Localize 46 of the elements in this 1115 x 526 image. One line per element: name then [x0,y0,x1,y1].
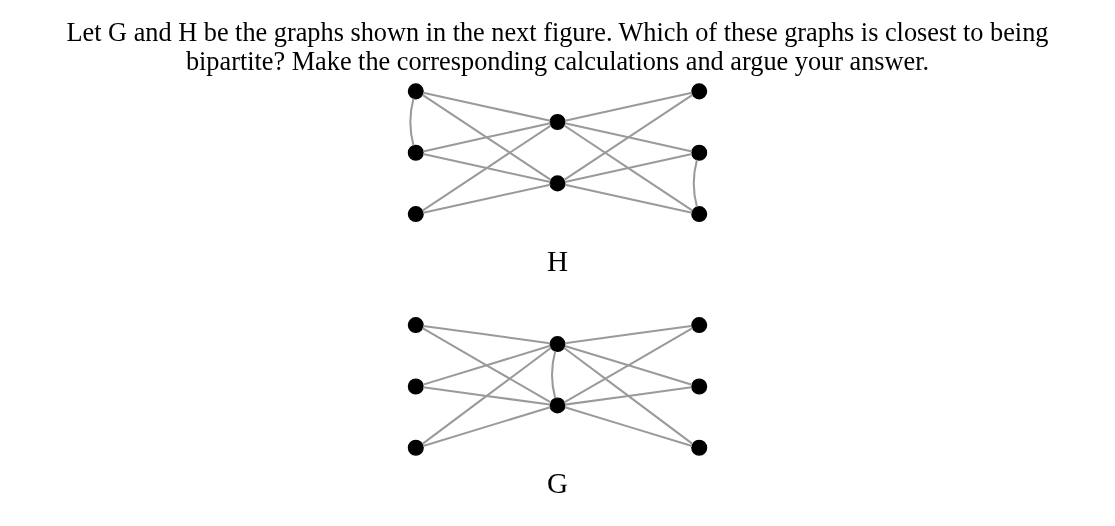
connector [423,122,551,153]
node-circle [407,378,424,395]
node-circle [691,83,708,100]
node-circle [549,397,566,414]
connector [423,91,551,122]
node-circle [549,336,566,353]
connector [564,386,692,406]
connector [423,386,550,406]
connector [564,406,693,447]
connector [422,406,551,447]
node-circle [691,439,708,456]
connector [563,327,693,404]
node-circle [691,144,708,161]
connector [564,344,693,386]
node-circle [407,206,424,223]
connector [421,347,552,445]
connector [423,324,550,345]
connector [564,183,693,214]
node-circle [549,114,566,131]
node-circle [407,317,424,334]
node-circle [407,83,424,100]
connector [422,327,552,404]
connector [692,159,698,208]
node-circle [691,317,708,334]
node-circle [549,175,566,192]
connector [423,183,551,214]
connector [564,324,692,345]
node-circle [691,378,708,395]
connector [563,94,694,181]
connector [421,124,552,212]
node-circle [407,144,424,161]
node-circle [407,439,424,456]
connector [423,153,551,184]
connector [421,94,552,181]
connector [564,91,693,122]
connector [551,351,557,399]
label: H [546,245,569,278]
diagram-title: Let G and H be the graphs shown in the next figure. Which of these graphs is closest to being bipartite? Make the corresponding calculations and argue your answer. [66,17,1049,77]
connector [564,153,693,184]
connector [409,98,415,146]
connector [564,122,693,153]
connector [422,344,551,386]
node-circle [691,206,708,223]
connector [563,347,694,445]
label: G [546,467,569,500]
connector [563,124,694,212]
